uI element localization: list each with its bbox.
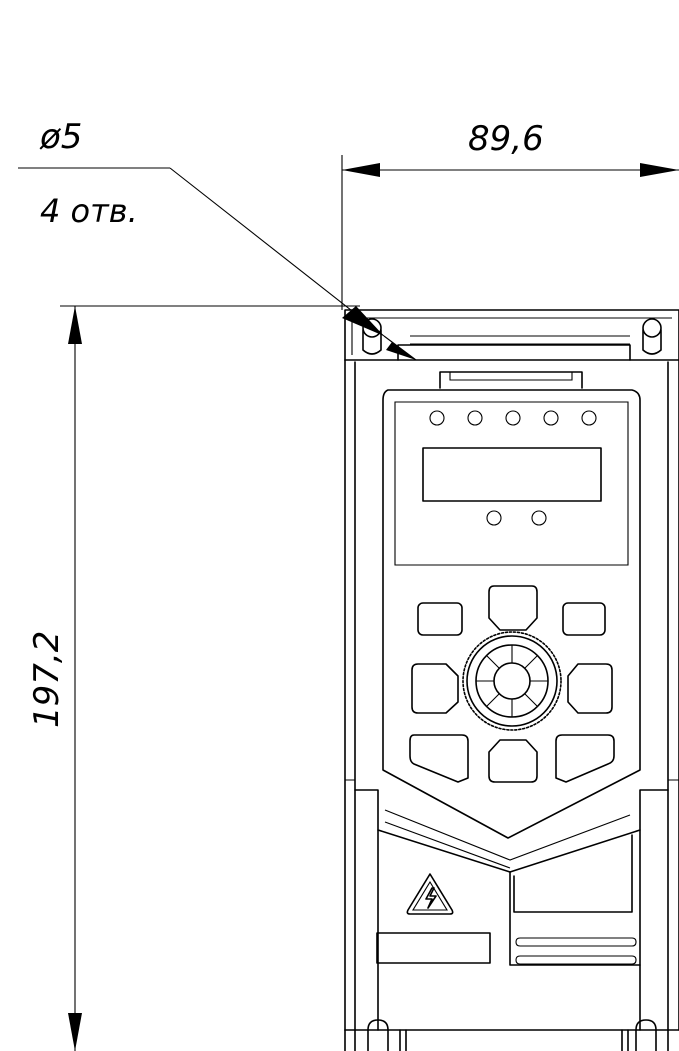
key-right[interactable] [567, 663, 613, 714]
mounting-hole-right [642, 318, 662, 355]
hole-diameter-label: ø5 [39, 117, 82, 157]
unit-led-right [531, 510, 547, 526]
keypad-panel [382, 389, 641, 839]
height-arrow-bottom [68, 1013, 82, 1051]
key-down[interactable] [488, 739, 538, 783]
nameplate-label [376, 932, 491, 964]
led-5 [581, 410, 597, 426]
width-dimension: 89,6 [341, 119, 679, 310]
key-bottom-left[interactable] [409, 734, 469, 783]
key-bottom-right[interactable] [555, 734, 615, 783]
key-top-left[interactable] [417, 602, 463, 636]
led-indicators [429, 410, 597, 426]
hole-count-label: 4 отв. [40, 192, 138, 230]
width-label: 89,6 [468, 119, 544, 159]
unit-led-left [486, 510, 502, 526]
display-window [422, 447, 602, 502]
high-voltage-warning-icon [406, 873, 454, 915]
led-2 [467, 410, 483, 426]
led-4 [543, 410, 559, 426]
mounting-hole-left [362, 318, 382, 355]
key-up[interactable] [488, 585, 538, 631]
callout-arrowhead [342, 306, 384, 336]
key-top-right[interactable] [562, 602, 606, 636]
led-3 [505, 410, 521, 426]
hole-callout: ø5 4 отв. [18, 117, 417, 361]
led-1 [429, 410, 445, 426]
height-label: 197,2 [27, 631, 67, 728]
height-dimension: 197,2 [27, 305, 360, 1051]
lower-cover [344, 789, 669, 1051]
width-arrow-right [640, 163, 679, 177]
width-arrow-left [342, 163, 380, 177]
key-left[interactable] [411, 663, 459, 714]
height-arrow-top [68, 306, 82, 344]
rotary-knob[interactable] [462, 631, 562, 731]
